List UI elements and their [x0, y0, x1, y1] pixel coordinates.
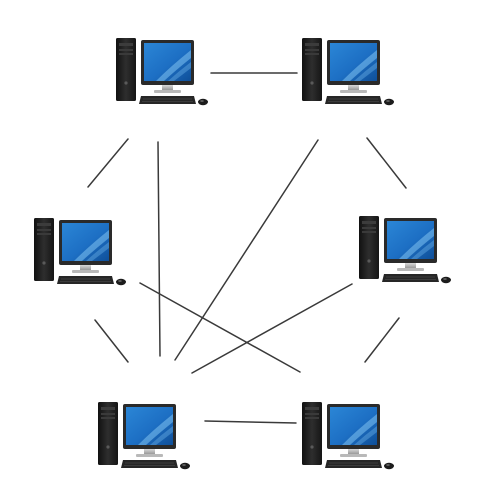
computer-top-left	[116, 38, 208, 106]
mouse	[384, 462, 394, 470]
monitor-stand	[144, 449, 155, 454]
keyboard	[325, 460, 382, 468]
link-top-right-to-middle-right	[366, 137, 407, 189]
mouse	[384, 98, 394, 106]
computer-bottom-right	[302, 402, 394, 470]
desktop-computer-icon	[116, 38, 208, 106]
monitor-stand	[348, 85, 359, 90]
tower-case	[116, 38, 136, 101]
keyboard	[325, 96, 382, 104]
link-middle-right-to-bottom-right	[364, 317, 400, 363]
keyboard	[121, 460, 178, 468]
tower-case	[302, 402, 322, 465]
desktop-computer-icon	[359, 216, 451, 284]
monitor-stand	[162, 85, 173, 90]
mouse	[441, 276, 451, 284]
link-top-left-to-bottom-left	[157, 141, 161, 357]
desktop-computer-icon	[98, 402, 190, 470]
link-middle-left-to-bottom-right	[139, 282, 301, 373]
computer-nodes	[34, 38, 451, 470]
computer-middle-right	[359, 216, 451, 284]
tower-case	[302, 38, 322, 101]
desktop-computer-icon	[302, 402, 394, 470]
tower-case	[34, 218, 54, 281]
computer-middle-left	[34, 218, 126, 286]
mouse	[116, 278, 126, 286]
tower-case	[359, 216, 379, 279]
connection-lines	[87, 72, 407, 424]
keyboard	[139, 96, 196, 104]
desktop-computer-icon	[34, 218, 126, 286]
link-middle-right-to-bottom-left	[191, 283, 353, 374]
link-top-right-to-bottom-left	[174, 139, 319, 361]
monitor-stand	[348, 449, 359, 454]
monitor-stand	[405, 263, 416, 268]
computer-bottom-left	[98, 402, 190, 470]
keyboard	[57, 276, 114, 284]
computer-top-right	[302, 38, 394, 106]
keyboard	[382, 274, 439, 282]
tower-case	[98, 402, 118, 465]
mouse	[180, 462, 190, 470]
link-top-left-to-middle-left	[87, 138, 129, 188]
link-middle-left-to-bottom-left	[94, 319, 129, 363]
mouse	[198, 98, 208, 106]
link-bottom-left-to-bottom-right	[204, 420, 297, 424]
desktop-computer-icon	[302, 38, 394, 106]
monitor-stand	[80, 265, 91, 270]
